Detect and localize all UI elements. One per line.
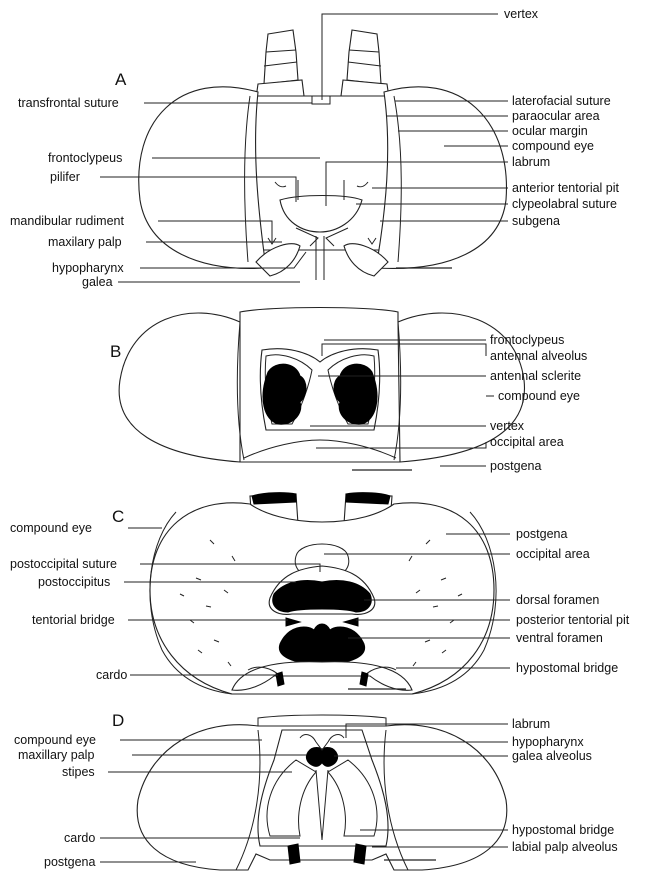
label-b-antennal-alveolus: antennal alveolus <box>490 349 587 363</box>
label-c-postoccipitus: postoccipitus <box>38 575 110 589</box>
label-c-tentorial-bridge: tentorial bridge <box>32 613 115 627</box>
label-a-subgena: subgena <box>512 214 560 228</box>
label-c-occipital-area: occipital area <box>516 547 590 561</box>
label-d-labrum: labrum <box>512 717 550 731</box>
label-a-clypeolabral-suture: clypeolabral suture <box>512 197 617 211</box>
label-a-galea: galea <box>82 275 113 289</box>
label-a-paraocular-area: paraocular area <box>512 109 600 123</box>
label-a-compound-eye: compound eye <box>512 139 594 153</box>
label-c-cardo: cardo <box>96 668 127 682</box>
label-a-anterior-tentorial-pit: anterior tentorial pit <box>512 181 620 195</box>
label-a-maxilary-palp: maxilary palp <box>48 235 122 249</box>
label-a-laterofacial-suture: laterofacial suture <box>512 94 611 108</box>
label-c-compound-eye: compound eye <box>10 521 92 535</box>
label-d-galea-alveolus: galea alveolus <box>512 749 592 763</box>
label-b-vertex: vertex <box>490 419 525 433</box>
label-b-antennal-sclerite: antennal sclerite <box>490 369 581 383</box>
panel-a-letter: A <box>115 70 127 89</box>
label-a-frontoclypeus: frontoclypeus <box>48 151 122 165</box>
label-a-ocular-margin: ocular margin <box>512 124 588 138</box>
label-d-hypostomal-bridge: hypostomal bridge <box>512 823 614 837</box>
label-b-compound-eye: compound eye <box>498 389 580 403</box>
panel-c-letter: C <box>112 507 124 526</box>
label-d-maxillary-palp: maxillary palp <box>18 748 94 762</box>
panel-d-letter: D <box>112 711 124 730</box>
label-c-posterior-tentorial-pit: posterior tentorial pit <box>516 613 630 627</box>
label-c-hypostomal-bridge: hypostomal bridge <box>516 661 618 675</box>
label-d-postgena: postgena <box>44 855 95 869</box>
label-c-postgena: postgena <box>516 527 567 541</box>
label-d-hypopharynx: hypopharynx <box>512 735 584 749</box>
label-a-mandibular-rudiment: mandibular rudiment <box>10 214 124 228</box>
label-d-labial-palp-alveolus: labial palp alveolus <box>512 840 618 854</box>
panel-b: B frontoclypeus antennal alveolus a <box>110 308 587 474</box>
label-a-labrum: labrum <box>512 155 550 169</box>
panel-b-letter: B <box>110 342 121 361</box>
panel-c-dorsal-foramen <box>273 581 371 613</box>
label-c-postoccipital-suture: postoccipital suture <box>10 557 117 571</box>
label-b-frontoclypeus: frontoclypeus <box>490 333 564 347</box>
panel-c: C <box>10 493 630 694</box>
label-d-cardo: cardo <box>64 831 95 845</box>
label-a-hypopharynx: hypopharynx <box>52 261 124 275</box>
panel-a: A <box>10 7 620 289</box>
label-d-compound-eye: compound eye <box>14 733 96 747</box>
label-d-stipes: stipes <box>62 765 95 779</box>
label-a-pilifer: pilifer <box>50 170 80 184</box>
panel-a-antenna-right <box>341 30 389 98</box>
label-b-occipital-area: occipital area <box>490 435 564 449</box>
label-c-dorsal-foramen: dorsal foramen <box>516 593 599 607</box>
panel-c-ventral-foramen <box>279 624 364 664</box>
panel-a-eye-right <box>376 87 506 269</box>
panel-d: D <box>14 711 618 870</box>
label-a-transfrontal-suture: transfrontal suture <box>18 96 119 110</box>
panel-a-antenna-left <box>256 30 304 98</box>
label-c-ventral-foramen: ventral foramen <box>516 631 603 645</box>
label-b-postgena: postgena <box>490 459 541 473</box>
label-a-vertex: vertex <box>504 7 539 21</box>
